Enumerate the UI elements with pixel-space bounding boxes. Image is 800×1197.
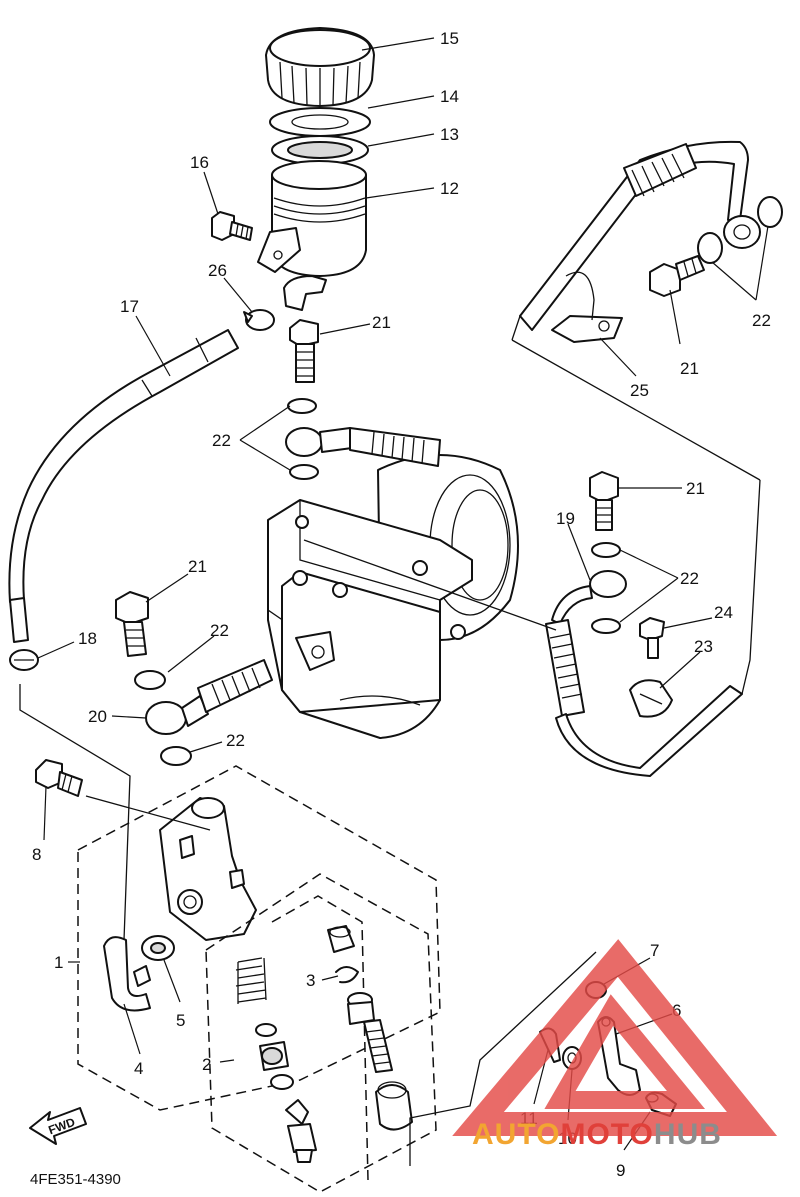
reservoir-bolt	[211, 211, 253, 241]
callout-14: 14	[440, 87, 459, 106]
callout-20: 20	[88, 707, 107, 726]
callout-25: 25	[630, 381, 649, 400]
callout-4: 4	[134, 1059, 143, 1078]
master-cylinder-body	[159, 797, 257, 941]
grommet	[141, 935, 175, 961]
circlip	[335, 966, 359, 984]
callout-6: 6	[672, 1001, 681, 1020]
callout-22-upper-right: 22	[752, 311, 771, 330]
callout-24: 24	[714, 603, 733, 622]
watermark-triangle-outer	[452, 939, 778, 1136]
callout-17: 17	[120, 297, 139, 316]
dust-boot	[327, 925, 355, 953]
callout-3: 3	[306, 971, 315, 990]
washer-top-1	[287, 398, 317, 414]
brake-hose-upper-right	[519, 140, 761, 331]
caliper-body	[267, 454, 519, 739]
forward-arrow-icon: FWD	[29, 1107, 87, 1145]
reservoir-hose	[8, 329, 239, 643]
callout-21-left: 21	[188, 557, 207, 576]
reservoir-diaphragm	[271, 135, 369, 165]
hose-guide-bolt	[639, 617, 665, 659]
washer-upper-right-2	[757, 196, 783, 228]
piston-spring	[235, 957, 267, 1004]
callout-13: 13	[440, 125, 459, 144]
callout-15: 15	[440, 29, 459, 48]
banjo-bolt-top	[289, 319, 319, 383]
callout-19: 19	[556, 509, 575, 528]
callout-22-top: 22	[212, 431, 231, 450]
piston-cup-1	[255, 1023, 277, 1037]
watermark-triangle-inner	[544, 994, 706, 1109]
piston	[259, 1041, 289, 1071]
cylinder-kit-group	[77, 765, 441, 1111]
banjo-bolt-upper-right	[649, 255, 705, 297]
washer-upper-right-1	[697, 232, 723, 264]
diagram-code: 4FE351-4390	[30, 1171, 121, 1188]
hose-guide-clamp	[629, 679, 673, 718]
reservoir-body	[257, 160, 367, 311]
push-rod-assembly-lower	[285, 1099, 317, 1163]
push-rod	[347, 992, 393, 1073]
callouts: 15 14 13 12 16 26 17 21 22 21 22 25 21 1…	[32, 29, 771, 1180]
watermark-logo	[452, 939, 778, 1136]
piston-kit-group	[205, 873, 437, 1193]
washer-left-2	[160, 746, 192, 766]
callout-22-left-lower: 22	[226, 731, 245, 750]
callout-26: 26	[208, 261, 227, 280]
callout-8: 8	[32, 845, 41, 864]
piston-cup-2	[270, 1074, 294, 1090]
hose-bracket	[551, 271, 623, 343]
banjo-bolt-left	[115, 591, 149, 657]
callout-21-right: 21	[686, 479, 705, 498]
callout-2: 2	[202, 1055, 211, 1074]
callout-22-left: 22	[210, 621, 229, 640]
reservoir-cap	[265, 27, 375, 107]
callout-12: 12	[440, 179, 459, 198]
watermark-text: AUTOMOTOHUB	[472, 1118, 722, 1151]
hose-clip-left	[9, 649, 39, 671]
watermark-auto: AUTO	[472, 1118, 560, 1151]
banjo-bolt-right	[589, 471, 619, 531]
callout-9: 9	[616, 1161, 625, 1180]
banjo-union-left	[145, 659, 273, 735]
mounting-bolt	[35, 759, 83, 797]
callout-16: 16	[190, 153, 209, 172]
rod-boot	[375, 1081, 413, 1131]
callout-23: 23	[694, 637, 713, 656]
watermark-moto: MOTO	[560, 1118, 653, 1151]
washer-left-1	[134, 670, 166, 690]
callout-1: 1	[54, 953, 63, 972]
banjo-union-right	[589, 570, 627, 598]
callout-18: 18	[78, 629, 97, 648]
hose-joint	[103, 936, 151, 1012]
callout-21-upper-right: 21	[680, 359, 699, 378]
banjo-union-top	[285, 427, 441, 467]
watermark-hub: HUB	[654, 1118, 722, 1151]
washer-top-2	[289, 464, 319, 480]
callout-7: 7	[650, 941, 659, 960]
brake-hose-right	[545, 585, 743, 777]
washer-right-2	[591, 618, 621, 634]
hose-clip-upper	[243, 309, 275, 331]
callout-22-right: 22	[680, 569, 699, 588]
callout-5: 5	[176, 1011, 185, 1030]
washer-right-1	[591, 542, 621, 558]
linkage-group	[409, 951, 597, 1166]
callout-21-top: 21	[372, 313, 391, 332]
reservoir-diaphragm-plate	[269, 107, 371, 137]
